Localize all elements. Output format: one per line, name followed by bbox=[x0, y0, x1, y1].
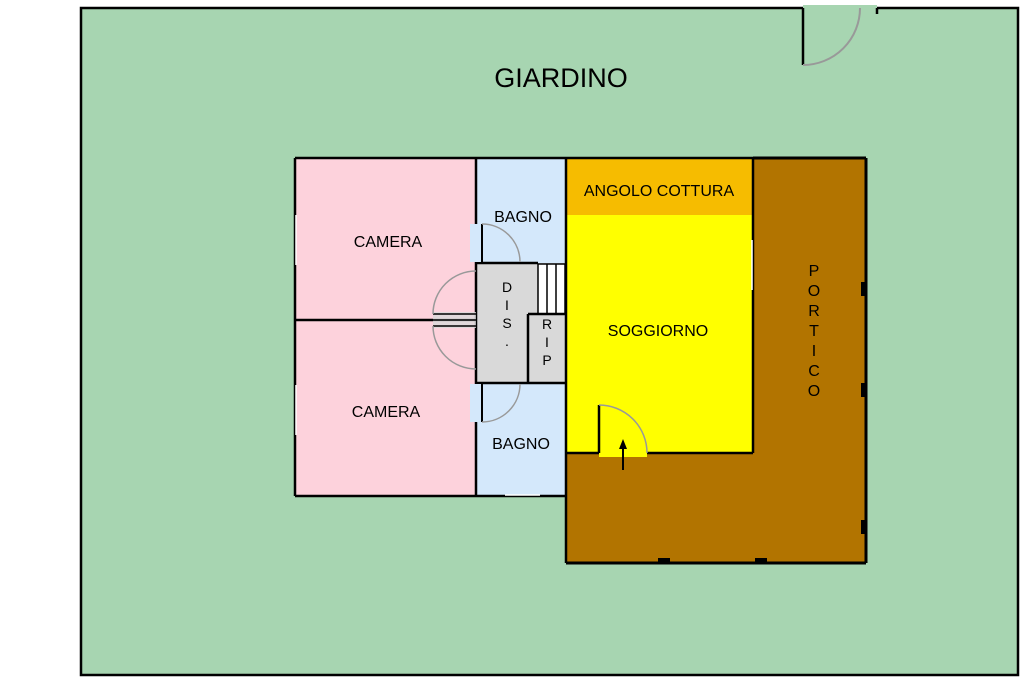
storage-shelves bbox=[537, 263, 566, 315]
porch-area bbox=[566, 158, 866, 563]
hallway-label: DIS. bbox=[499, 279, 515, 351]
bedroom-bottom-label: CAMERA bbox=[352, 404, 421, 421]
living-room-label: SOGGIORNO bbox=[608, 323, 708, 340]
garden-label: GIARDINO bbox=[494, 63, 628, 93]
door-bath-bottom bbox=[470, 383, 521, 423]
living-room-area bbox=[566, 215, 753, 453]
window-marks bbox=[295, 215, 753, 496]
bath-top-label: BAGNO bbox=[494, 209, 552, 226]
porch-label: PORTICO bbox=[806, 263, 823, 403]
bedroom-bottom-area bbox=[295, 320, 476, 496]
bath-bottom-area bbox=[476, 383, 566, 496]
garden-gate-gap bbox=[803, 5, 877, 11]
door-bath-top bbox=[470, 223, 521, 263]
kitchen-corner-area bbox=[566, 158, 753, 215]
entrance-arrow-icon bbox=[619, 439, 627, 470]
door-bedrooms bbox=[432, 270, 477, 370]
bedroom-top-label: CAMERA bbox=[354, 234, 423, 251]
bedroom-top-area bbox=[295, 158, 476, 320]
garden-gate-swing-arc bbox=[802, 7, 861, 66]
storage-label: RIP bbox=[539, 316, 555, 370]
bath-bottom-label: BAGNO bbox=[492, 436, 550, 453]
bath-top-area bbox=[476, 158, 566, 263]
hallway-area bbox=[476, 263, 528, 383]
porch-posts bbox=[566, 156, 868, 565]
porch-post-ticks bbox=[658, 282, 866, 563]
kitchen-corner-label: ANGOLO COTTURA bbox=[584, 183, 735, 200]
house-walls bbox=[293, 156, 755, 563]
